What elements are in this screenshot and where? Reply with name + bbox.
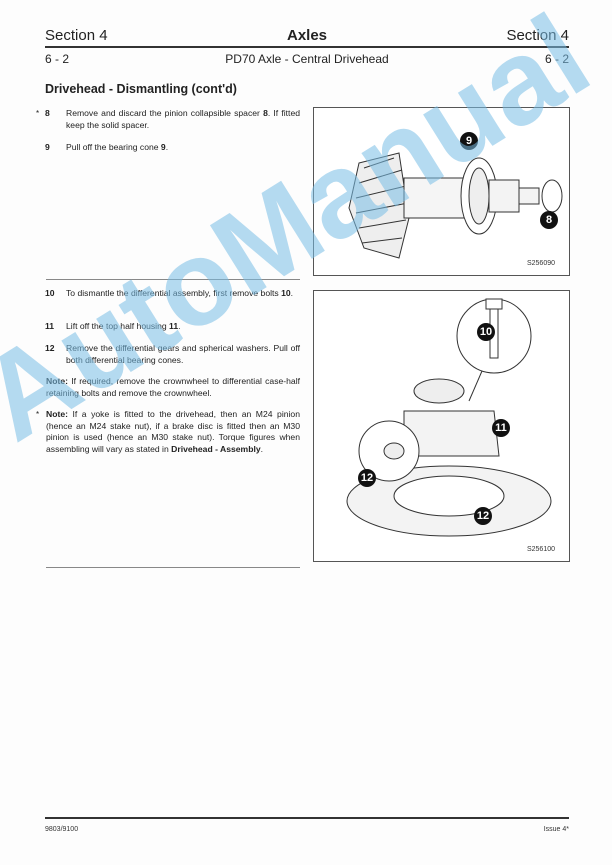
section-label-left: Section 4 — [45, 27, 108, 44]
figure-code: S256100 — [526, 546, 555, 553]
note-pinion: * Note: If a yoke is fitted to the drive… — [36, 409, 300, 455]
section-label-right: Section 4 — [506, 27, 569, 44]
differential-illustration — [346, 298, 552, 537]
note-text: Note: If a yoke is fitted to the drivehe… — [46, 409, 300, 454]
step-12: 12 Remove the differential gears and sph… — [36, 343, 300, 366]
step-number: 10 — [45, 288, 55, 298]
step-text: Pull off the bearing cone 9. — [66, 142, 169, 152]
callout-12-gears: 12 — [474, 507, 492, 525]
figure-differential: 10 11 12 12 S256100 — [313, 290, 570, 562]
page-header: Section 4 Axles Section 4 — [45, 27, 569, 47]
document-number: 9803/9100 — [45, 826, 79, 833]
step-number: 8 — [45, 108, 50, 118]
callout-9: 9 — [460, 132, 478, 150]
step-number: 12 — [45, 343, 55, 353]
step-11: 11 Lift off the top half housing 11. — [36, 321, 300, 333]
chapter-title: Axles — [286, 27, 328, 44]
page-number-left: 6 - 2 — [45, 52, 70, 66]
callout-11: 11 — [492, 419, 510, 437]
section-title: Drivehead - Dismantling (cont'd) — [45, 82, 237, 96]
note-crownwheel: Note: If required, remove the crownwheel… — [36, 376, 300, 399]
divider — [46, 279, 300, 280]
header-rule — [45, 46, 569, 48]
figure-code: S256090 — [526, 260, 555, 267]
page-subtitle: PD70 Axle - Central Drivehead — [225, 52, 389, 66]
step-number: 9 — [45, 142, 50, 152]
revision-mark: * — [36, 109, 40, 118]
note-text: Note: If required, remove the crownwheel… — [46, 376, 300, 398]
footer-rule — [45, 817, 569, 819]
step-text: Remove the differential gears and spheri… — [66, 343, 300, 365]
callout-8: 8 — [540, 211, 558, 229]
revision-mark: * — [36, 410, 40, 419]
figure-pinion-bearing: 9 8 S256090 — [313, 107, 570, 276]
divider — [46, 567, 300, 568]
step-8: * 8 Remove and discard the pinion collap… — [36, 108, 300, 131]
step-text: Remove and discard the pinion collapsibl… — [66, 108, 301, 130]
step-9: 9 Pull off the bearing cone 9. — [36, 142, 300, 154]
page-subheader: 6 - 2 PD70 Axle - Central Drivehead 6 - … — [45, 52, 569, 68]
pinion-shaft-illustration — [348, 152, 563, 259]
step-text: To dismantle the differential assembly, … — [66, 288, 294, 298]
page-number-right: 6 - 2 — [544, 52, 569, 66]
step-text: Lift off the top half housing 11. — [66, 321, 181, 331]
step-number: 11 — [45, 321, 55, 331]
issue-label: Issue 4* — [543, 826, 569, 833]
callout-10: 10 — [477, 323, 495, 341]
step-10: 10 To dismantle the differential assembl… — [36, 288, 300, 300]
callout-12-washer: 12 — [358, 469, 376, 487]
